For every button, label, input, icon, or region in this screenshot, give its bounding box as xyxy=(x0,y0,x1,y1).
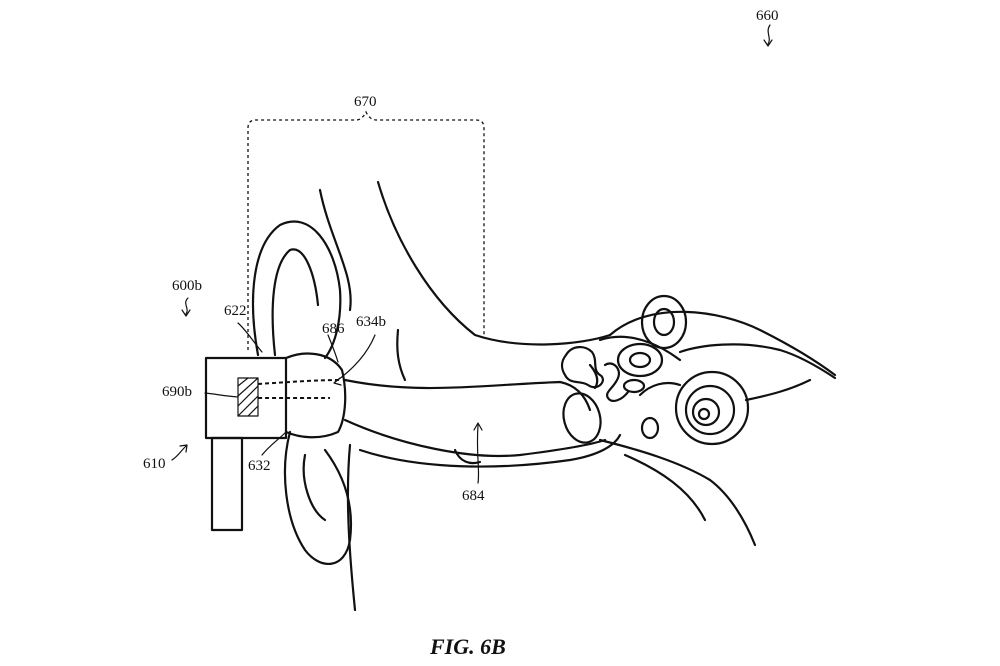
figure-caption: FIG. 6B xyxy=(429,634,506,659)
label-684: 684 xyxy=(462,488,485,504)
earphone-device xyxy=(204,352,347,532)
label-632: 632 xyxy=(248,458,271,474)
head-outline xyxy=(318,180,837,612)
label-622: 622 xyxy=(224,303,247,319)
pinna xyxy=(251,220,353,566)
bracket-670 xyxy=(247,110,485,350)
label-670: 670 xyxy=(354,94,377,110)
label-634b: 634b xyxy=(356,314,386,330)
ear-canal xyxy=(343,378,622,468)
label-610: 610 xyxy=(143,456,166,472)
label-690b: 690b xyxy=(162,384,192,400)
leaders xyxy=(171,24,773,484)
inner-ear xyxy=(560,294,837,547)
label-600b: 600b xyxy=(172,278,202,294)
label-660: 660 xyxy=(756,8,779,24)
label-686: 686 xyxy=(322,321,345,337)
